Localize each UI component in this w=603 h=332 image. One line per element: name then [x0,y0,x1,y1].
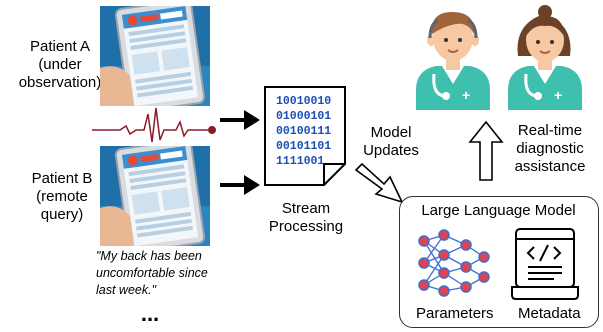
stream-processing-label: Stream Processing [256,200,356,236]
more-patients-ellipsis: ... [140,301,160,326]
patient-query-quote: "My back has been uncomfortable since la… [96,248,266,299]
svg-text:+: + [554,87,562,103]
neural-network-icon [414,227,494,299]
arrow-right-icon [218,170,262,200]
patient-a-line1: Patient A [29,38,91,55]
binary-document-icon [262,84,348,188]
stream-processing-line2: Processing [268,218,344,235]
binary-row: 10010010 [276,95,332,108]
heartbeat-icon [92,100,220,150]
model-updates-line1: Model [370,124,412,141]
emr-tablet-image-b [100,146,210,246]
code-document-icon [510,225,582,301]
binary-stream-text: 10010010 01000101 00100111 00101101 1111… [276,94,340,169]
model-updates-label: Model Updates [356,124,426,160]
arrow-right-icon [218,104,262,134]
svg-text:+: + [462,87,470,103]
patient-a-line3: observation) [18,74,102,91]
model-updates-line2: Updates [363,142,419,159]
hollow-arrow-down-right-icon [352,160,408,206]
patient-a-line2: (under [38,56,82,73]
realtime-assistance-label: Real-time diagnostic assistance [500,122,600,176]
patient-b-line1: Patient B [31,170,93,187]
quote-line2: uncomfortable since [96,266,208,280]
llm-container: Large Language Model [399,196,599,328]
patient-b-line3: query) [40,206,84,223]
realtime-line2: diagnostic [516,140,584,157]
patient-b-line2: (remote [36,188,88,205]
patient-b-label: Patient B (remote query) [12,170,112,224]
doctor-female-icon: + [504,4,586,110]
binary-row: 1111001 [276,155,325,168]
realtime-line1: Real-time [517,122,583,139]
binary-row: 00101101 [276,140,332,153]
parameters-label: Parameters [416,305,494,322]
realtime-line3: assistance [514,158,586,175]
quote-line3: last week." [96,283,157,297]
binary-row: 00100111 [276,125,332,138]
metadata-label: Metadata [518,305,581,322]
emr-tablet-image-a [100,6,210,106]
quote-line1: "My back has been [96,249,202,263]
hollow-arrow-up-icon [468,120,504,182]
patient-a-label: Patient A (under observation) [10,38,110,92]
binary-row: 01000101 [276,110,332,123]
llm-title: Large Language Model [421,202,576,219]
stream-processing-line1: Stream [281,200,331,217]
doctor-male-icon: + [412,4,494,110]
